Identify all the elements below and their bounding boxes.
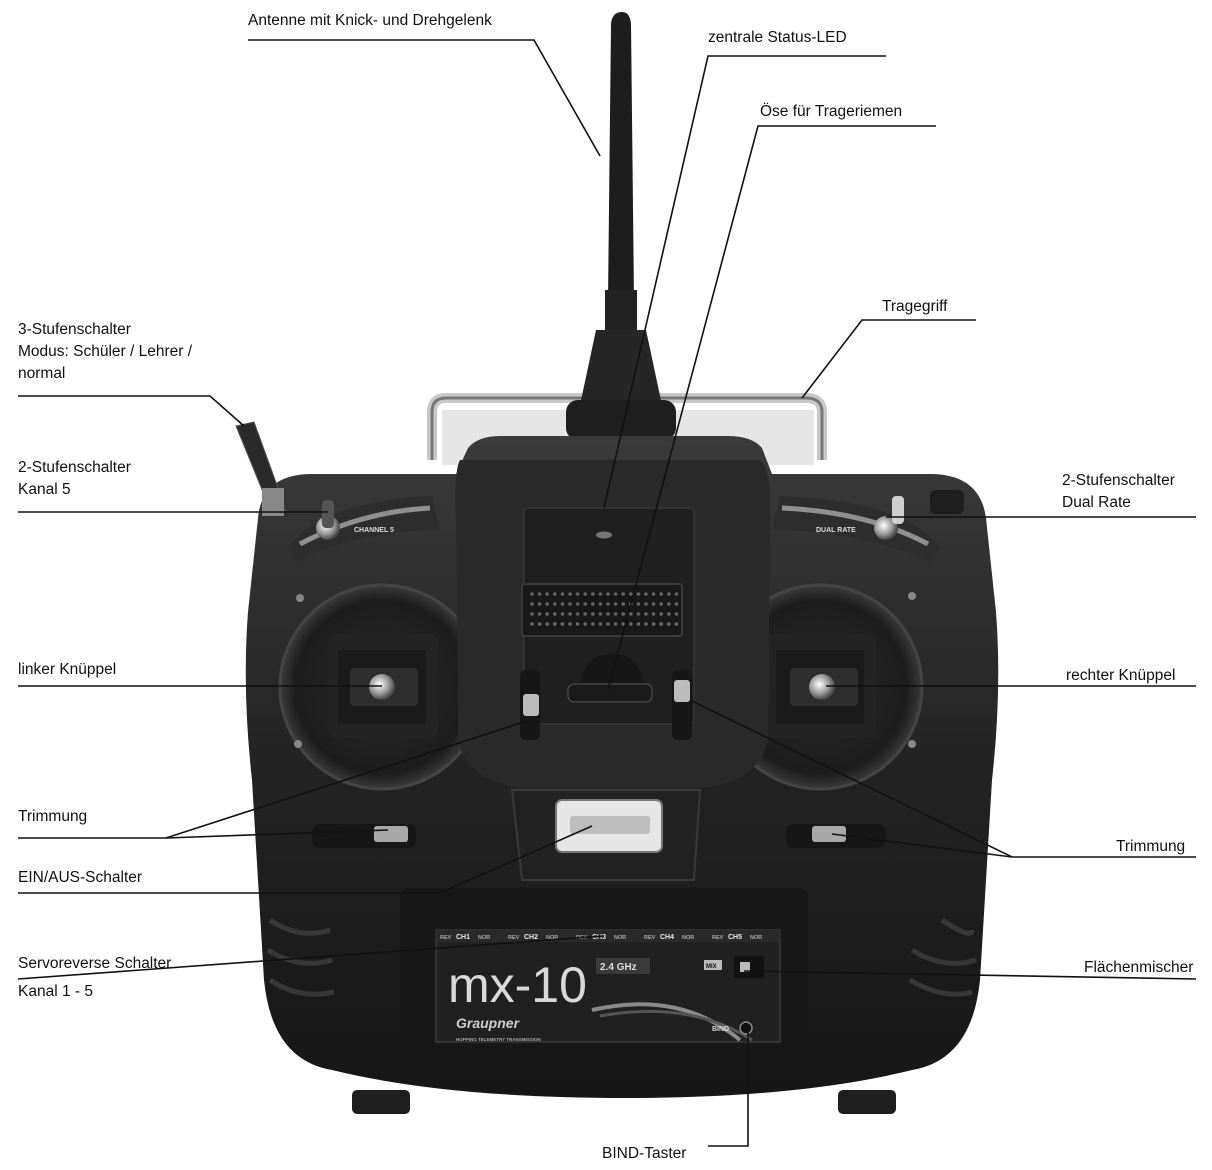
callout-wing-mixer: Flächenmischer xyxy=(1084,959,1194,976)
callout-servo-reverse: Servoreverse Schalter Kanal 1 - 5 xyxy=(18,953,171,1003)
power-switch-illustration xyxy=(510,789,702,881)
nor-print: NOR xyxy=(750,935,762,941)
trim-vertical-left xyxy=(520,670,540,740)
channel-print: CH4 xyxy=(660,934,674,941)
antenna-illustration xyxy=(566,12,676,440)
brand-sub-print: HOPPING TELEMETRY TRANSMISSION xyxy=(456,1037,541,1042)
callout-bind-button: BIND-Taster xyxy=(602,1145,687,1162)
callout-left-stick: linker Knüppel xyxy=(18,661,117,678)
trim-vertical-right xyxy=(672,670,692,740)
trim-horizontal-right xyxy=(786,824,886,848)
callout-three-step-switch-line3: normal xyxy=(18,365,66,382)
left-stick-gimbal xyxy=(278,583,486,791)
speaker-grille xyxy=(521,583,683,637)
brand-print: Graupner xyxy=(456,1015,521,1031)
callout-three-step-switch: 3-Stufenschalter Modus: Schüler / Lehrer… xyxy=(18,319,192,385)
band-print: 2.4 GHz xyxy=(600,962,637,973)
rev-print: REV xyxy=(508,935,520,941)
callout-power-switch: EIN/AUS-Schalter xyxy=(18,869,143,886)
trim-horizontal-left xyxy=(312,824,416,848)
callout-two-step-switch-left: 2-Stufenschalter Kanal 5 xyxy=(18,457,131,501)
callout-trim-right: Trimmung xyxy=(1116,838,1186,855)
callout-status-led: zentrale Status-LED xyxy=(708,29,847,46)
channel-print: CH1 xyxy=(456,934,470,941)
nor-print: NOR xyxy=(546,935,558,941)
three-step-switch xyxy=(235,421,287,516)
model-print: mx-10 xyxy=(448,957,587,1013)
callout-servo-reverse-line1: Servoreverse Schalter xyxy=(18,955,172,972)
callout-trim-left: Trimmung xyxy=(18,808,88,825)
mix-print: MIX xyxy=(706,964,717,970)
nor-print: NOR xyxy=(478,935,490,941)
callout-right-stick: rechter Knüppel xyxy=(1066,667,1176,684)
rev-print: REV xyxy=(712,935,724,941)
callout-two-step-switch-right: 2-Stufenschalter Dual Rate xyxy=(1062,470,1175,514)
bind-button xyxy=(739,1021,753,1035)
channel-print: CH2 xyxy=(524,934,538,941)
dual-rate-print: DUAL RATE xyxy=(816,527,856,534)
callout-servo-reverse-line2: Kanal 1 - 5 xyxy=(18,983,93,1000)
bind-print: BIND xyxy=(712,1026,729,1033)
rev-print: REV xyxy=(644,935,656,941)
callout-handle: Tragegriff xyxy=(882,298,948,315)
channel5-print: CHANNEL 5 xyxy=(354,527,394,534)
channel-print: CH5 xyxy=(728,934,742,941)
channel-print: CH3 xyxy=(592,934,606,941)
callout-antenna: Antenne mit Knick- und Drehgelenk xyxy=(248,12,492,29)
status-led xyxy=(596,531,612,539)
two-step-switch-left xyxy=(316,500,340,540)
callout-two-step-switch-left-line1: 2-Stufenschalter xyxy=(18,459,131,476)
callout-strap-eyelet: Öse für Trageriemen xyxy=(760,103,903,120)
nor-print: NOR xyxy=(682,935,694,941)
rev-print: REV xyxy=(440,935,452,941)
callout-two-step-switch-left-line2: Kanal 5 xyxy=(18,481,71,498)
leader-lines xyxy=(17,39,1197,1147)
callout-three-step-switch-line1: 3-Stufenschalter xyxy=(18,321,131,338)
callout-two-step-switch-right-line2: Dual Rate xyxy=(1062,494,1131,511)
callout-three-step-switch-line2: Modus: Schüler / Lehrer / xyxy=(18,343,193,360)
nor-print: NOR xyxy=(614,935,626,941)
callout-two-step-switch-right-line1: 2-Stufenschalter xyxy=(1062,472,1175,489)
